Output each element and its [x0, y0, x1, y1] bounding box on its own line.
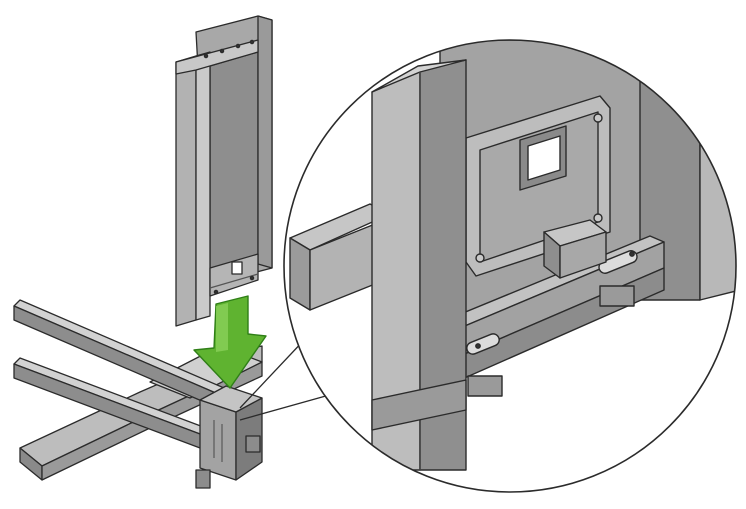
detail-slot-hole — [527, 135, 561, 181]
leg-top-edge — [175, 39, 259, 75]
arrow-shape — [193, 295, 267, 389]
detail-right-edge — [699, 40, 736, 301]
detail-magnifier — [283, 39, 737, 493]
leg-front-flange-edge — [195, 51, 211, 321]
detail-front-post-top — [371, 59, 467, 93]
detail-foot-b — [599, 285, 635, 307]
detail-foot-a — [467, 375, 503, 397]
leg-front-flange — [175, 55, 197, 327]
bracket-front — [199, 399, 237, 481]
leg-upright — [175, 15, 273, 327]
base-foot-assembly — [13, 299, 263, 489]
leg-slot — [231, 261, 243, 275]
detail-slot-left — [466, 333, 500, 355]
detail-post-base — [371, 379, 467, 431]
down-arrow — [193, 295, 267, 389]
foot-left — [195, 469, 211, 489]
arrow-highlight — [216, 303, 228, 352]
leg-side-wall — [257, 15, 273, 269]
callout-lines — [239, 337, 341, 421]
leg-inner-channel — [209, 51, 259, 279]
detail-circle-outline — [283, 39, 737, 493]
bracket-top — [199, 385, 263, 413]
leg-bottom-bracket — [209, 253, 259, 297]
detail-slot-right — [598, 250, 638, 274]
detail-block-front — [559, 231, 607, 279]
detail-beam-face — [289, 237, 311, 311]
foot-right — [245, 435, 261, 453]
